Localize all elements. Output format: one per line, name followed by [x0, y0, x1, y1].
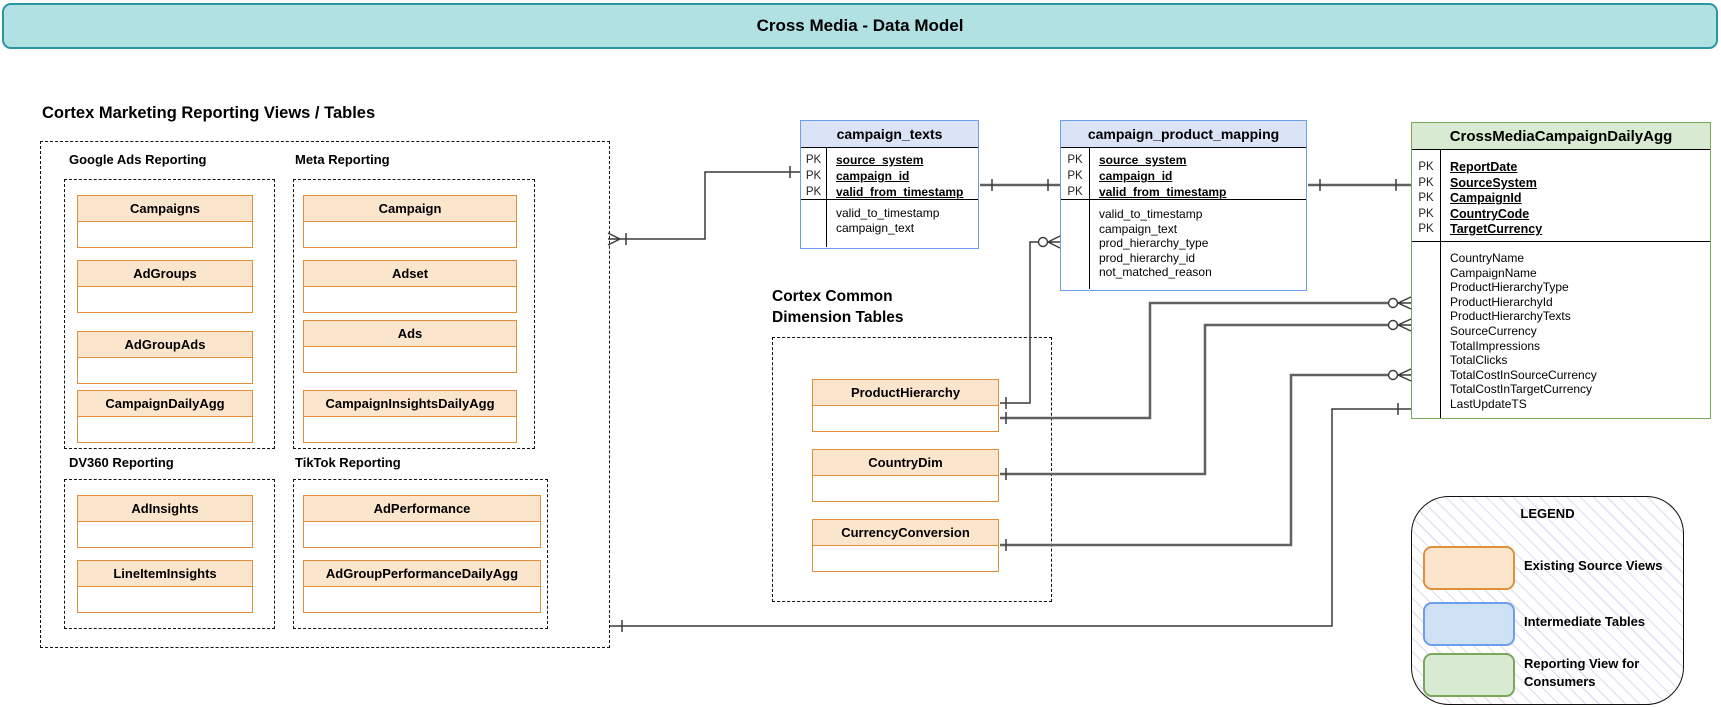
marketing-section-title: Cortex Marketing Reporting Views / Table… — [42, 104, 376, 122]
title-banner: Cross Media - Data Model — [2, 3, 1718, 49]
table-campaigninsightsdailyagg: CampaignInsightsDailyAgg — [303, 390, 517, 443]
table-adset: Adset — [303, 260, 517, 313]
legend-label-source-views: Existing Source Views — [1524, 558, 1663, 573]
group-label-google-ads: Google Ads Reporting — [69, 152, 207, 167]
marketing-section-box — [40, 141, 610, 648]
group-box-meta — [293, 179, 535, 449]
legend-swatch-source-views — [1423, 546, 1515, 590]
table-lineiteminsights: LineItemInsights — [77, 560, 253, 613]
group-box-dv360 — [64, 479, 275, 629]
group-box-google-ads — [64, 179, 275, 449]
table-campaign: Campaign — [303, 195, 517, 248]
legend-title: LEGEND — [1520, 506, 1575, 521]
dimension-section-title: Cortex Common Dimension Tables — [772, 288, 904, 326]
table-countrydim: CountryDim — [812, 449, 999, 502]
group-label-dv360: DV360 Reporting — [69, 455, 174, 470]
table-producthierarchy: ProductHierarchy — [812, 379, 999, 432]
table-adgroups: AdGroups — [77, 260, 253, 313]
table-ads: Ads — [303, 320, 517, 373]
entity-campaign-product-mapping: campaign_product_mapping PK PK PK source… — [1060, 120, 1307, 291]
legend-swatch-intermediate — [1423, 602, 1515, 646]
legend-label-intermediate: Intermediate Tables — [1524, 614, 1646, 629]
table-adgroupperformancedailyagg: AdGroupPerformanceDailyAgg — [303, 560, 541, 613]
table-currencyconversion: CurrencyConversion — [812, 519, 999, 572]
group-label-meta: Meta Reporting — [295, 152, 390, 167]
entity-campaign-texts: campaign_texts PK PK PK source_system ca… — [800, 120, 979, 249]
table-campaigns: Campaigns — [77, 195, 253, 248]
table-adgroupads: AdGroupAds — [77, 331, 253, 384]
table-adperformance: AdPerformance — [303, 495, 541, 548]
group-label-tiktok: TikTok Reporting — [295, 455, 401, 470]
legend-label-reporting: Reporting View for Consumers — [1524, 656, 1640, 689]
table-campaigndailyagg: CampaignDailyAgg — [77, 390, 253, 443]
table-adinsights: AdInsights — [77, 495, 253, 548]
legend-box: LEGEND Existing Source Views Intermediat… — [1411, 496, 1684, 705]
legend-swatch-reporting — [1423, 653, 1515, 697]
group-box-tiktok — [293, 479, 548, 629]
entity-cross-media-campaign-daily-agg: CrossMediaCampaignDailyAgg PK PK PK PK P… — [1411, 122, 1711, 419]
diagram-title: Cross Media - Data Model — [756, 16, 964, 35]
